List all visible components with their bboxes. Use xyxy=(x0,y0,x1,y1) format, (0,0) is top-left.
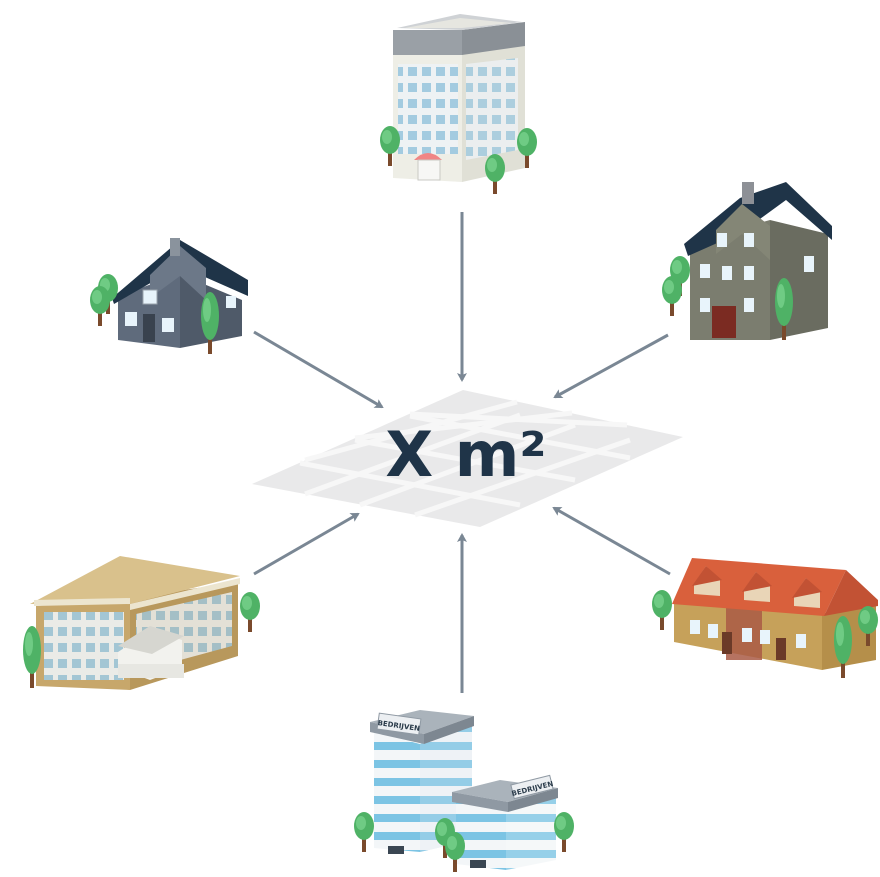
row-houses-illustration xyxy=(652,558,878,678)
area-label: X m² xyxy=(385,418,546,491)
area-plot: X m² xyxy=(252,390,683,527)
office-sign-right xyxy=(510,774,554,800)
apartment-tower-illustration xyxy=(380,14,537,194)
arrow-from-bottom-left xyxy=(253,512,360,576)
school-building-illustration xyxy=(23,556,260,690)
arrows xyxy=(253,212,671,693)
office-buildings-illustration: BEDRIJVEN BEDRIJVEN xyxy=(354,710,574,872)
arrow-from-top-left xyxy=(253,330,384,409)
arrow-from-top-right xyxy=(553,333,669,399)
tall-house-illustration xyxy=(662,182,832,340)
office-sign-left xyxy=(376,712,422,736)
arrow-from-bottom-right xyxy=(552,506,671,576)
small-house-illustration xyxy=(90,238,248,354)
